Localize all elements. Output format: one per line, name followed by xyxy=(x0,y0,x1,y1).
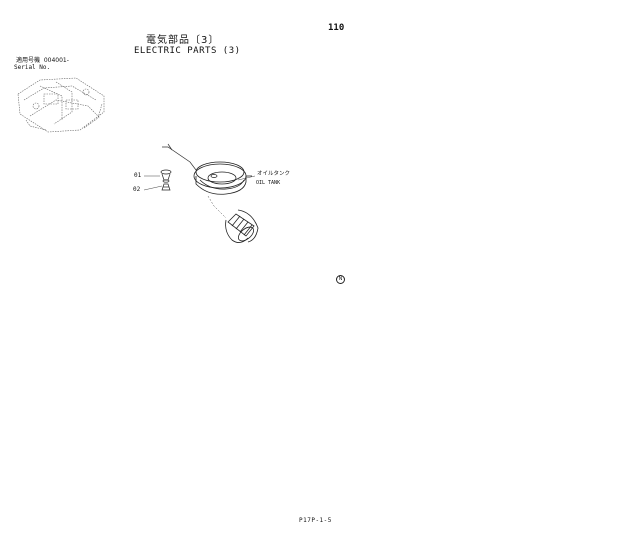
region-mark-icon: N xyxy=(336,275,345,284)
serial-value: 004001- xyxy=(43,57,69,64)
oil-tank-label-japanese: オイルタンク xyxy=(257,171,291,177)
machine-overview-thumbnail xyxy=(17,77,105,133)
oil-tank-drawing xyxy=(193,161,252,195)
sensor-part-01 xyxy=(160,169,172,183)
serial-label-japanese: 適用号機 004001- xyxy=(16,58,69,64)
callout-leaders xyxy=(143,175,163,191)
suction-strainer-drawing xyxy=(225,209,259,243)
grommet-part-02 xyxy=(161,183,171,191)
page-number: 110 xyxy=(328,23,345,33)
tank-leader xyxy=(237,175,256,181)
oil-tank-label-english: OIL TANK xyxy=(256,180,281,186)
serial-label-english: Serial No. xyxy=(14,64,51,71)
sensor-harness xyxy=(162,143,197,171)
footer-code: P17P-1-5 xyxy=(299,517,332,524)
serial-label-ja-text: 適用号機 xyxy=(16,57,41,64)
callout-01: 01 xyxy=(134,172,142,179)
callout-02: 02 xyxy=(133,186,141,193)
assembly-centerline xyxy=(207,195,227,219)
page-title-english: ELECTRIC PARTS (3) xyxy=(134,46,241,56)
page-title-japanese: 電気部品〔3〕 xyxy=(146,35,220,46)
